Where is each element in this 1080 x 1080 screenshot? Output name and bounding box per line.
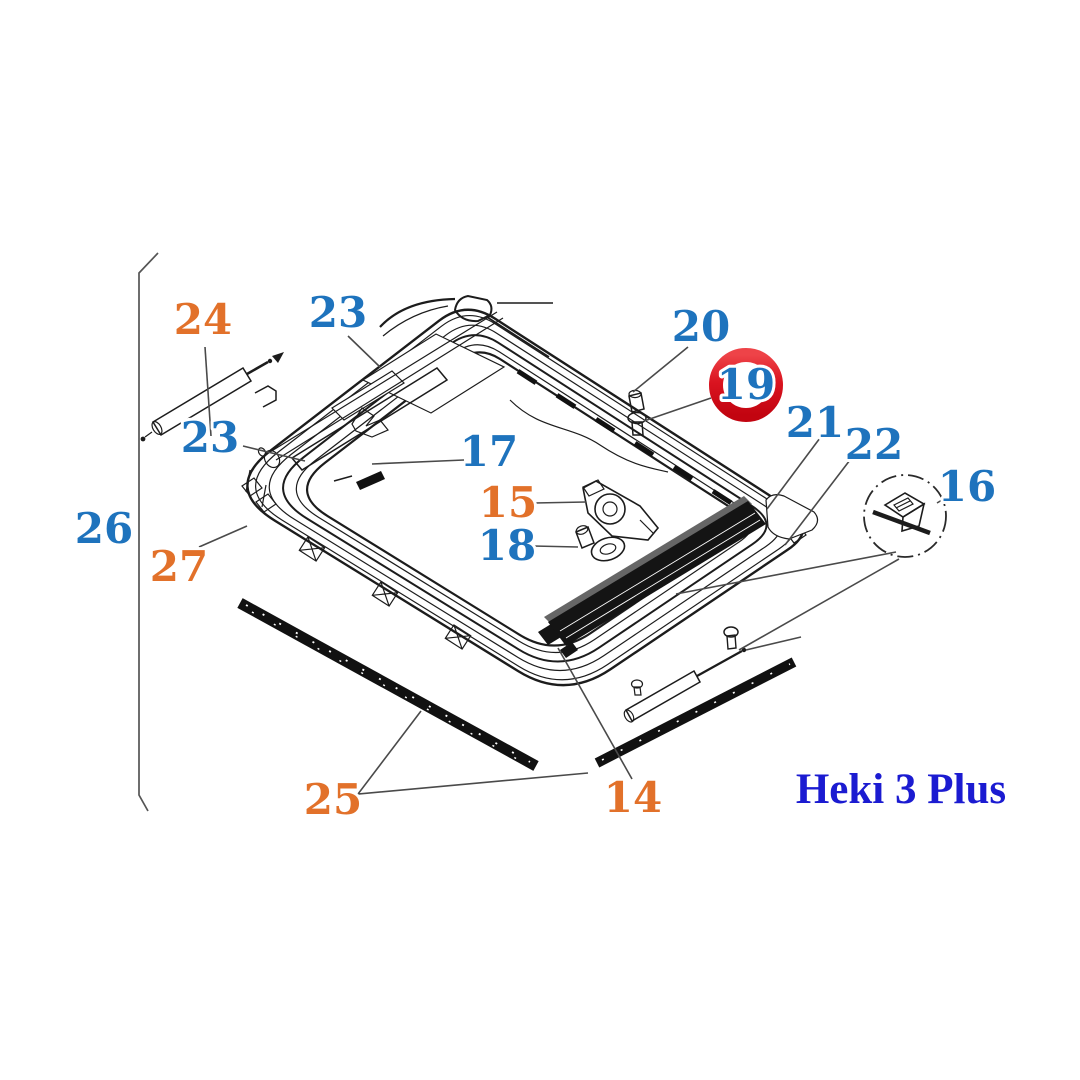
gas-strut-top [140, 352, 284, 442]
leader-24 [204, 346, 212, 437]
seal-strips [237, 598, 797, 771]
corner-cap-and-cables [379, 294, 669, 473]
corner-bracket-left [241, 469, 277, 513]
winder-mechanism [582, 479, 660, 541]
part-label-15: 15 [479, 478, 537, 527]
leader-22 [784, 459, 851, 546]
highlight-ring-19 [709, 348, 783, 422]
gas-strut-bottom [623, 636, 802, 723]
dimension-bracket-26 [138, 252, 159, 812]
part-label-20: 20 [672, 302, 730, 351]
compressed-blind-rail [544, 496, 766, 646]
part-label-17: 17 [460, 427, 518, 476]
part-label-19: 19 [717, 360, 775, 409]
leader-23b [242, 445, 306, 462]
mushroom-knobs [630, 626, 739, 696]
part-label-23a: 23 [309, 288, 367, 337]
part-label-24: 24 [174, 295, 232, 344]
part-label-14: 14 [604, 773, 662, 822]
part-label-18: 18 [478, 521, 536, 570]
part-label-22: 22 [845, 420, 903, 469]
leader-20 [632, 346, 689, 393]
leader-27 [198, 525, 248, 548]
strip-part-17 [333, 471, 385, 490]
knob-parts-19-20 [627, 389, 647, 436]
part-label-26: 26 [75, 504, 133, 553]
direction-arrow [272, 352, 284, 363]
leader-15 [533, 501, 587, 504]
part-label-25: 25 [304, 775, 362, 824]
product-title: Heki 3 Plus [796, 766, 1006, 813]
part-label-23b: 23 [181, 413, 239, 462]
pleated-blind [257, 311, 506, 471]
leader-19 [643, 397, 712, 422]
leader-18 [532, 545, 579, 548]
leader-23a [347, 335, 381, 368]
leader-14 [557, 647, 633, 780]
leader-16-a [675, 551, 897, 595]
leader-17 [371, 459, 465, 465]
part-label-27: 27 [150, 542, 208, 591]
leader-lines [198, 335, 948, 795]
part-label-21: 21 [786, 398, 844, 447]
part-label-16: 16 [938, 462, 996, 511]
knob-part-18 [575, 525, 626, 562]
leader-21 [766, 437, 821, 510]
detail-circle-16 [863, 474, 947, 558]
leader-16-b [738, 558, 900, 651]
leader-25 [356, 710, 589, 795]
part-labels: 24 23 20 19 21 22 16 23 17 15 18 26 27 2… [72, 285, 999, 827]
leader-16-short [936, 496, 948, 504]
